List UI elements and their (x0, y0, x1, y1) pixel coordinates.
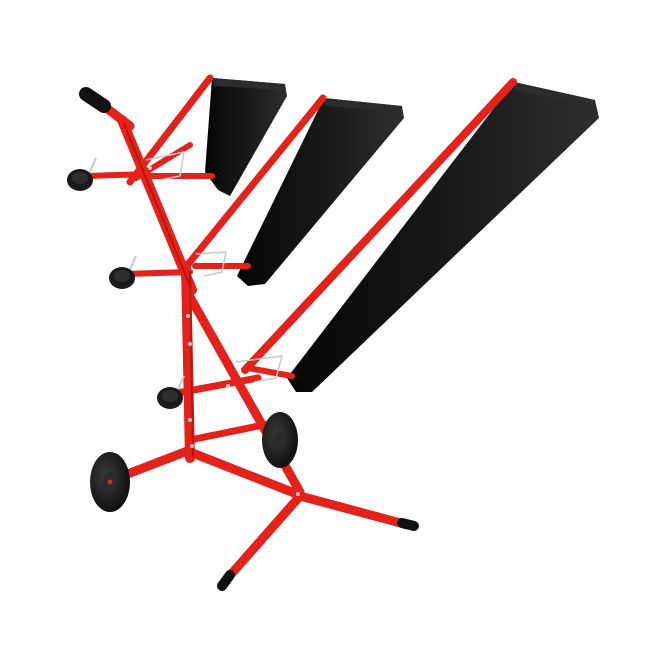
tape-blade-bottom (287, 82, 599, 392)
tape-blade-middle (237, 98, 404, 286)
arm-middle (181, 94, 327, 272)
bolts (148, 166, 300, 496)
wheel-rear (262, 412, 298, 468)
foot-caps (217, 518, 419, 591)
arm-bottom (241, 78, 517, 379)
tape-spindle-knob-bottom (157, 375, 185, 409)
tape-spindle-knob-top (67, 157, 97, 191)
tape-blade-top (205, 78, 287, 196)
wheel-front (90, 452, 130, 512)
handle-grip (79, 87, 111, 113)
tension-springs (145, 151, 284, 383)
tape-spindle-knob-middle (109, 255, 137, 289)
